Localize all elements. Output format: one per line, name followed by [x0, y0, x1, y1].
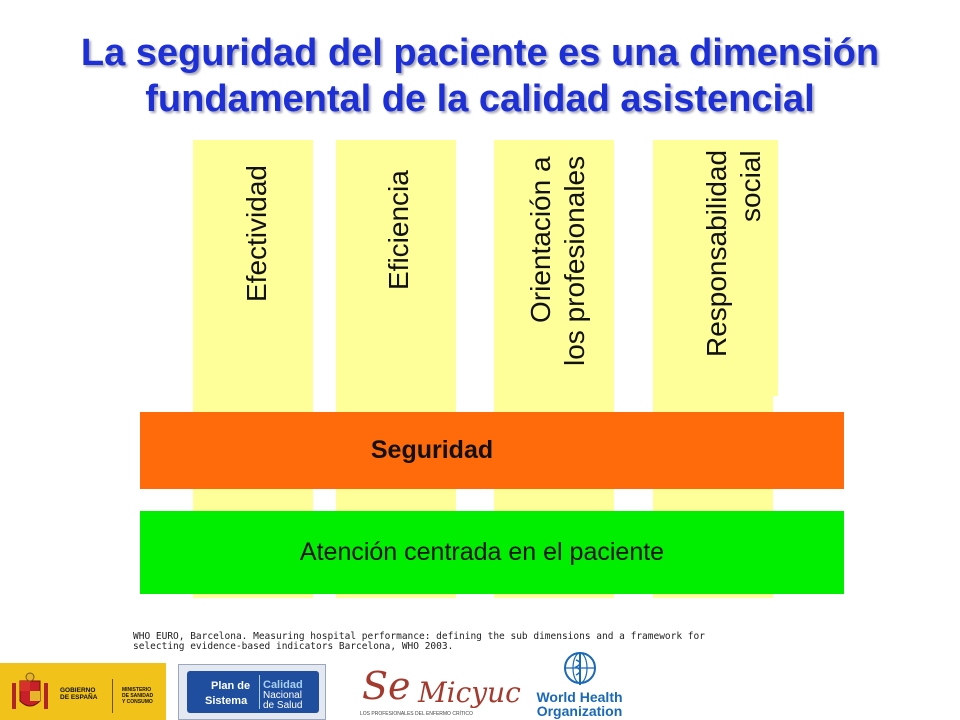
reference-citation: WHO EURO, Barcelona. Measuring hospital …	[133, 632, 773, 652]
pillar-label-eficiencia-text: Eficiencia	[383, 170, 414, 290]
gobierno-divider	[112, 679, 113, 713]
plan-line-3: Calidad	[263, 679, 303, 691]
plan-line-2: Sistema	[205, 695, 248, 707]
pillar-label-responsabilidad-line2: social	[735, 150, 766, 222]
plan-calidad-panel: Plan de Sistema Calidad Nacional de Salu…	[187, 671, 319, 713]
seguridad-label: Seguridad	[370, 436, 494, 464]
plan-line-4-5: Nacional de Salud	[263, 691, 302, 711]
gobierno-line-1: GOBIERNO	[60, 687, 96, 694]
pillar-label-orientacion-line2: los profesionales	[559, 156, 590, 367]
plan-line-1: Plan de	[211, 680, 251, 692]
who-text: World Health Organization	[532, 690, 627, 718]
pillar-label-efectividad: Efectividad	[240, 150, 274, 302]
plan-line-4: Nacional	[263, 690, 302, 701]
ministerio-line-1: MINISTERIO	[122, 687, 152, 693]
ministerio-line-2: DE SANIDAD	[122, 693, 154, 699]
who-line-1: World Health	[536, 689, 623, 705]
who-line-2: Organization	[536, 703, 623, 719]
title-line-2: fundamental de la calidad asistencial	[145, 78, 815, 120]
who-emblem-icon	[564, 652, 596, 685]
atencion-bar: Atención centrada en el paciente	[140, 511, 844, 594]
ministerio-line-3: Y CONSUMO	[122, 699, 153, 705]
pillar-label-eficiencia: Eficiencia	[382, 150, 416, 290]
gobierno-text: GOBIERNO DE ESPAÑA	[60, 687, 97, 701]
coat-of-arms-icon	[12, 672, 48, 709]
title-line-1: La seguridad del paciente es una dimensi…	[80, 32, 880, 74]
plan-line-5: de Salud	[263, 700, 303, 711]
semicyuc-part-1: Se	[362, 664, 411, 708]
page-title: La seguridad del paciente es una dimensi…	[0, 30, 960, 122]
gobierno-espana-logo: GOBIERNO DE ESPAÑA MINISTERIO DE SANIDAD…	[0, 663, 166, 720]
plan-divider	[259, 675, 260, 709]
ministerio-text: MINISTERIO DE SANIDAD Y CONSUMO	[122, 687, 153, 705]
pillar-responsabilidad-top	[653, 140, 778, 396]
pillar-label-orientacion: Orientación a los profesionales	[524, 156, 592, 392]
who-logo: World Health Organization	[532, 648, 627, 720]
reference-line-1: WHO EURO, Barcelona. Measuring hospital …	[133, 631, 705, 642]
semicyuc-part-2: Micyuc	[418, 676, 521, 709]
pillar-label-efectividad-text: Efectividad	[241, 165, 272, 302]
gobierno-line-2: DE ESPAÑA	[60, 694, 98, 701]
atencion-label: Atención centrada en el paciente	[299, 538, 665, 566]
seguridad-bar: Seguridad	[140, 412, 844, 489]
pillar-label-responsabilidad-line1: Responsabilidad	[701, 150, 732, 358]
semicyuc-tagline: LOS PROFESIONALES DEL ENFERMO CRÍTICO	[360, 711, 473, 717]
pillar-label-responsabilidad: Responsabilidad social	[700, 150, 768, 384]
reference-line-2: selecting evidence-based indicators Barc…	[133, 641, 454, 652]
semicyuc-logo: Se Micyuc LOS PROFESIONALES DEL ENFERMO …	[358, 664, 521, 720]
pillar-label-orientacion-line1: Orientación a	[525, 156, 556, 323]
plan-calidad-logo: Plan de Sistema Calidad Nacional de Salu…	[178, 664, 326, 720]
